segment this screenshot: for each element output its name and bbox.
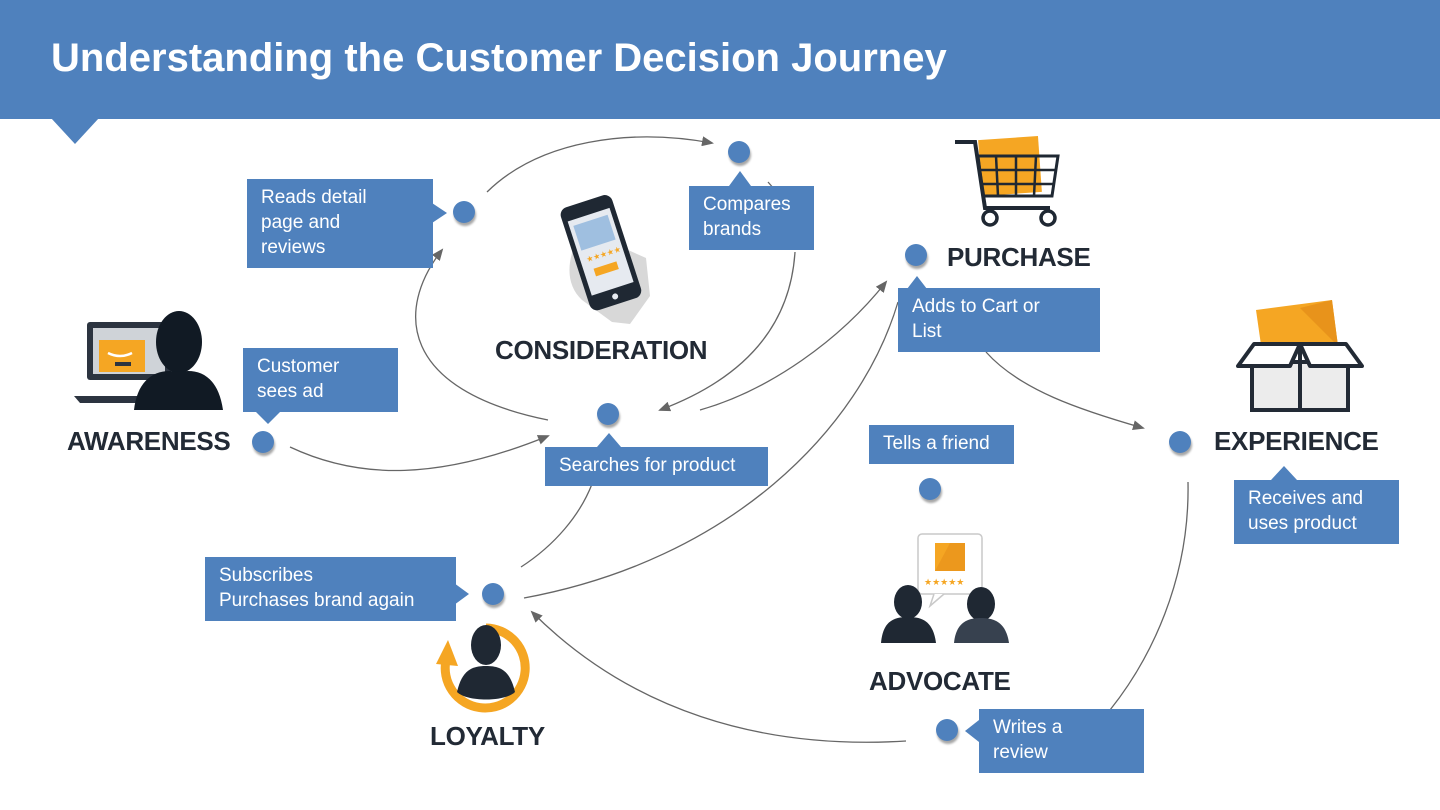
cart-icon	[955, 135, 1060, 227]
node-purchase	[905, 244, 927, 266]
arrow-adds-to-experience	[985, 351, 1145, 431]
step-sees-ad-line-2: sees ad	[257, 381, 324, 402]
step-subscribes: Subscribes Purchases brand again	[205, 557, 456, 621]
node-reads	[453, 201, 475, 223]
step-compares-line-1: Compares	[703, 194, 791, 215]
node-experience	[1169, 431, 1191, 453]
step-searches: Searches for product	[545, 447, 768, 486]
loyalty-icon	[436, 623, 530, 713]
step-reads-line-3: reviews	[261, 237, 326, 258]
advocate-icon: ★★★★★	[881, 533, 1009, 643]
step-compares-brands: Compares brands	[689, 186, 814, 250]
arrow-compares-to-search	[658, 251, 796, 412]
laptop-person-icon	[74, 311, 223, 410]
step-adds-to-cart: Adds to Cart or List	[898, 288, 1100, 352]
step-receives-product: Receives and uses product	[1234, 480, 1399, 544]
step-searches-line-1: Searches for product	[559, 455, 736, 476]
step-adds-line-2: List	[912, 321, 942, 342]
box-icon	[1236, 300, 1364, 412]
stage-loyalty: LOYALTY	[430, 721, 545, 751]
svg-text:★★★★★: ★★★★★	[924, 578, 964, 588]
step-receives-line-2: uses product	[1248, 513, 1357, 534]
stage-purchase: PURCHASE	[947, 242, 1091, 272]
step-adds-line-1: Adds to Cart or	[912, 296, 1040, 317]
step-tells-friend: Tells a friend	[869, 425, 1014, 464]
stage-advocate: ADVOCATE	[869, 666, 1011, 696]
phone-icon: ★★★★★	[560, 195, 650, 324]
node-search	[597, 403, 619, 425]
callout-pointers	[256, 171, 1297, 742]
step-subscribes-line-1: Subscribes	[219, 565, 313, 586]
header-bar	[0, 0, 1440, 119]
stage-consideration: CONSIDERATION	[495, 335, 708, 365]
step-review-line-1: Writes a	[993, 717, 1063, 738]
stage-awareness: AWARENESS	[67, 426, 231, 456]
node-awareness	[252, 431, 274, 453]
arrow-loyalty-to-search	[520, 483, 593, 568]
step-compares-line-2: brands	[703, 219, 762, 240]
stage-experience: EXPERIENCE	[1214, 426, 1379, 456]
header-notch	[51, 118, 99, 144]
step-writes-review: Writes a review	[979, 709, 1144, 773]
step-tells-line-1: Tells a friend	[883, 433, 990, 454]
arrow-search-to-reads	[415, 248, 549, 421]
step-reads-reviews: Reads detail page and reviews	[247, 179, 433, 268]
node-tells	[919, 478, 941, 500]
step-subscribes-line-2: Purchases brand again	[219, 590, 415, 611]
step-sees-ad: Customer sees ad	[243, 348, 398, 412]
page-title: Understanding the Customer Decision Jour…	[51, 36, 947, 80]
step-sees-ad-line-1: Customer	[257, 356, 340, 377]
step-reads-line-1: Reads detail	[261, 187, 367, 208]
node-loyalty	[482, 583, 504, 605]
arrow-loyalty-to-purchase	[523, 301, 899, 599]
arrow-search-to-purchase	[699, 280, 888, 411]
node-review	[936, 719, 958, 741]
arrow-experience-to-review	[1109, 481, 1189, 711]
arrow-review-to-loyalty	[530, 610, 907, 743]
step-review-line-2: review	[993, 742, 1048, 763]
step-reads-line-2: page and	[261, 212, 341, 233]
arrow-reads-to-compares	[486, 136, 714, 193]
arrow-awareness-to-search	[289, 435, 550, 472]
node-compares	[728, 141, 750, 163]
step-receives-line-1: Receives and	[1248, 488, 1364, 509]
